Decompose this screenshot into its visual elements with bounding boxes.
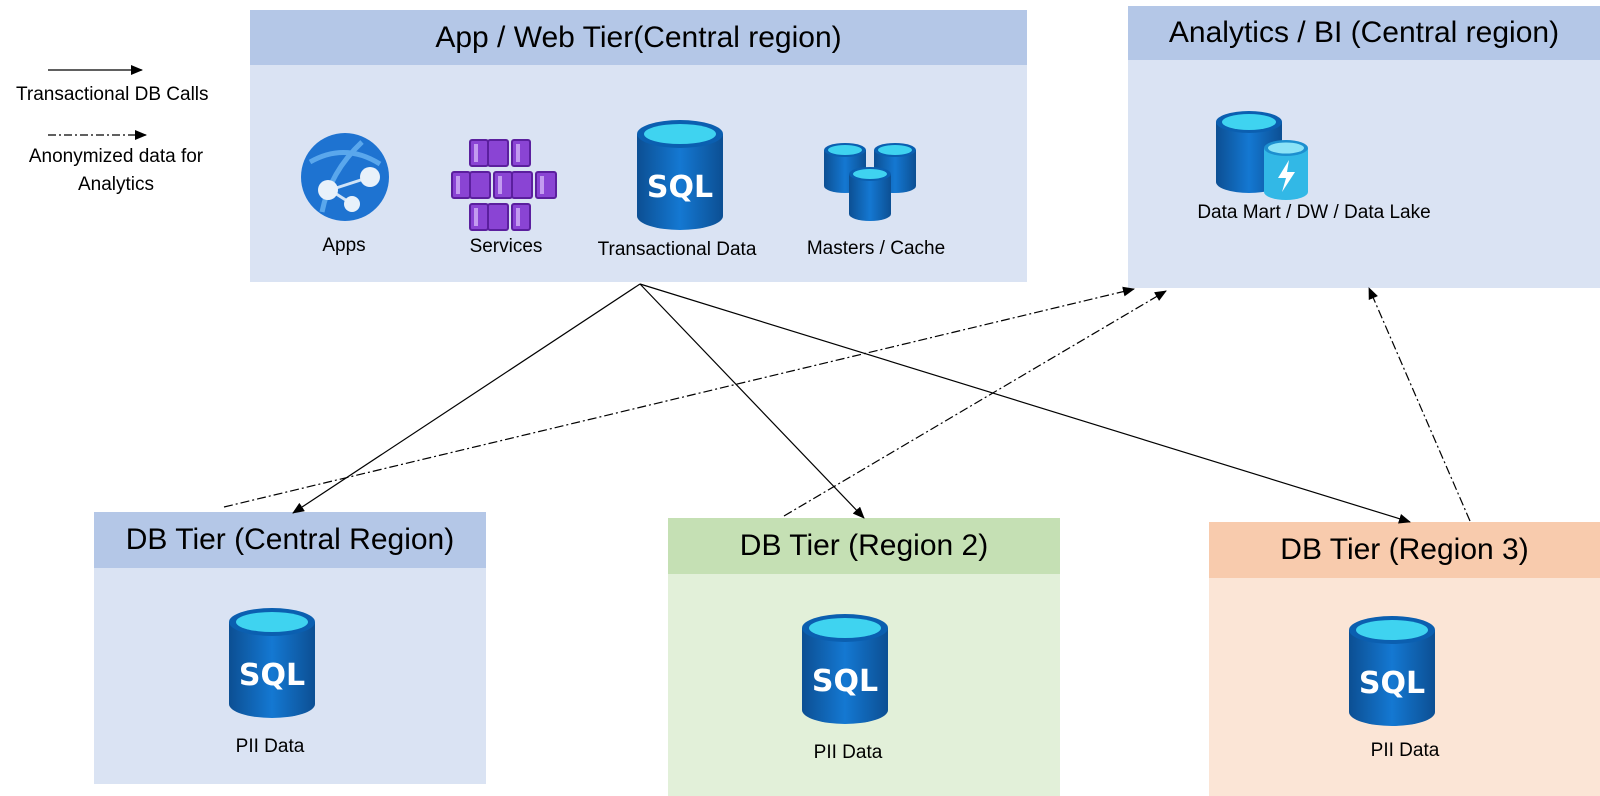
- analytics-arrow-central: [223, 286, 1135, 508]
- sql-text: SQL: [239, 658, 305, 693]
- db-tier-region3-panel: DB Tier (Region 3) SQL PII Data: [1209, 522, 1600, 796]
- call-arrow-central: [292, 283, 641, 514]
- app-web-tier-panel: App / Web Tier(Central region) Apps: [250, 10, 1027, 282]
- analytics-bi-panel: Analytics / BI (Central region) Data Mar…: [1128, 6, 1600, 288]
- masters-cache-label: Masters / Cache: [806, 238, 946, 259]
- call-arrow-region3: [639, 283, 1411, 524]
- legend-dashed-label-line2: Analytics: [77, 174, 155, 195]
- db-tier-region2-panel: DB Tier (Region 2) SQL PII Data: [668, 518, 1060, 796]
- sql-text: SQL: [647, 170, 713, 205]
- analytics-database-icon: [1216, 110, 1312, 207]
- analytics-bi-title: Analytics / BI (Central region): [1128, 6, 1600, 60]
- services-label: Services: [469, 236, 543, 257]
- apps-label: Apps: [322, 235, 366, 256]
- cache-databases-icon: [824, 142, 920, 231]
- data-mart-label: Data Mart / DW / Data Lake: [1197, 202, 1431, 223]
- call-arrow-region2: [639, 283, 865, 519]
- sql-database-icon: SQL: [802, 614, 888, 731]
- legend-solid-label: Transactional DB Calls: [16, 84, 209, 105]
- db-tier-region2-title: DB Tier (Region 2): [668, 518, 1060, 574]
- app-web-tier-title: App / Web Tier(Central region): [250, 10, 1027, 65]
- analytics-arrow-region3: [1368, 287, 1471, 522]
- db-tier-central-title: DB Tier (Central Region): [94, 512, 486, 568]
- legend-dashed-label-line1: Anonymized data for: [28, 146, 204, 167]
- sql-text: SQL: [1359, 666, 1425, 701]
- container-services-icon: [450, 138, 558, 239]
- pii-data-label: PII Data: [1370, 740, 1440, 761]
- analytics-arrow-region2: [783, 290, 1167, 517]
- db-tier-region3-title: DB Tier (Region 3): [1209, 522, 1600, 578]
- sql-database-icon: SQL: [1349, 616, 1435, 733]
- pii-data-label: PII Data: [235, 736, 305, 757]
- transactional-sql-icon: SQL: [637, 120, 723, 237]
- transactional-data-label: Transactional Data: [597, 239, 757, 260]
- sql-text: SQL: [812, 664, 878, 699]
- sql-database-icon: SQL: [229, 608, 315, 725]
- app-service-globe-icon: [300, 132, 390, 227]
- pii-data-label: PII Data: [813, 742, 883, 763]
- db-tier-central-panel: DB Tier (Central Region) SQL PII Data: [94, 512, 486, 784]
- legend-arrows: [48, 65, 147, 140]
